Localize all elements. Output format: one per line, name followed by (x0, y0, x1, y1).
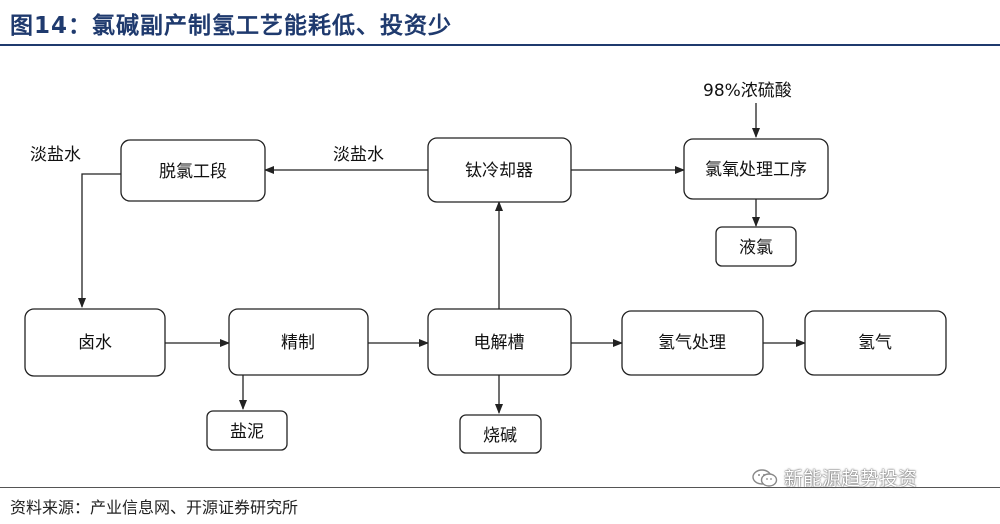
node-yelv-label: 液氯 (739, 238, 773, 258)
node-qingqi-label: 氢气 (858, 333, 892, 353)
node-shaojian-label: 烧碱 (483, 426, 517, 446)
node-lvyang-label: 氯氧处理工序 (705, 160, 807, 180)
node-qingqi-chuli: 氢气处理 (621, 310, 764, 376)
watermark: 新能源趋势投资 (752, 464, 917, 491)
label-nongliusuan: 98%浓硫酸 (703, 81, 792, 101)
node-lvyang: 氯氧处理工序 (683, 138, 829, 200)
node-tai-label: 钛冷却器 (465, 161, 533, 181)
node-tai: 钛冷却器 (427, 137, 572, 203)
node-tuolv: 脱氯工段 (120, 139, 266, 202)
wechat-icon (752, 468, 778, 487)
node-tuolv-label: 脱氯工段 (159, 162, 227, 182)
node-yanni: 盐泥 (206, 410, 288, 451)
node-qingqi-chuli-label: 氢气处理 (658, 333, 726, 353)
node-dianjie: 电解槽 (427, 308, 572, 376)
node-jingzhi-label: 精制 (281, 333, 315, 353)
title-divider (0, 44, 1000, 46)
node-yanni-label: 盐泥 (230, 422, 264, 442)
figure-title: 图14：氯碱副产制氢工艺能耗低、投资少 (10, 13, 453, 39)
connectors (78, 103, 806, 414)
figure-source: 资料来源：产业信息网、开源证券研究所 (10, 498, 299, 517)
watermark-text: 新能源趋势投资 (784, 468, 918, 490)
label-danyanshui-left: 淡盐水 (30, 145, 81, 165)
process-flow-diagram: 脱氯工段 钛冷却器 氯氧处理工序 液氯 卤水 精制 电解槽 氢气处理 氢气 盐泥… (24, 81, 947, 454)
label-danyanshui-mid: 淡盐水 (333, 145, 384, 165)
node-lushui: 卤水 (24, 308, 166, 377)
node-qingqi: 氢气 (804, 310, 947, 376)
arrow-brine-return-to-lushui (78, 173, 130, 308)
node-jingzhi: 精制 (228, 308, 369, 376)
node-dianjie-label: 电解槽 (474, 333, 525, 353)
source-divider (0, 487, 1000, 488)
node-shaojian: 烧碱 (459, 414, 542, 454)
node-lushui-label: 卤水 (78, 333, 112, 353)
node-yelv: 液氯 (715, 226, 797, 267)
